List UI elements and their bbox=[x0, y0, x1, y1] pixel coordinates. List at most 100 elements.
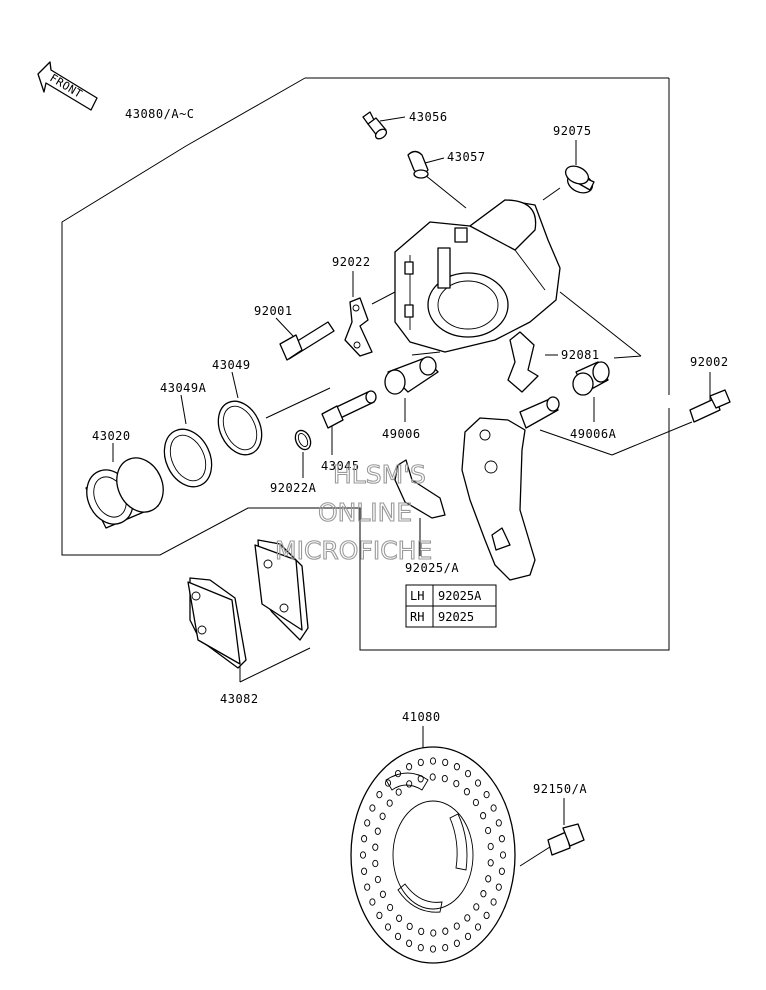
part-label-92025: 92025/A bbox=[405, 561, 459, 575]
side-table: LH 92025A RH 92025 bbox=[405, 584, 497, 628]
disc-vent-hole bbox=[453, 922, 460, 930]
table-row-side: LH bbox=[410, 589, 424, 603]
disc-vent-hole bbox=[499, 851, 507, 859]
seal-92075 bbox=[564, 165, 595, 194]
disc-vent-hole bbox=[490, 898, 497, 906]
disc-vent-hole bbox=[453, 779, 460, 788]
disc-vent-hole bbox=[384, 779, 392, 787]
disc-vent-hole bbox=[394, 932, 402, 941]
disc-vent-hole bbox=[406, 780, 413, 788]
disc-vent-hole bbox=[498, 835, 505, 843]
part-label-41080: 41080 bbox=[402, 710, 441, 724]
leader-lines bbox=[112, 116, 711, 867]
disc-vent-hole bbox=[441, 774, 448, 783]
part-label-92001: 92001 bbox=[254, 304, 293, 318]
disc-vent-hole bbox=[464, 914, 471, 922]
pin-92001 bbox=[279, 321, 335, 361]
front-arrow-icon: FRONT bbox=[37, 61, 98, 111]
disc-vent-hole bbox=[480, 890, 487, 898]
spring-92022 bbox=[344, 297, 373, 357]
disc-vent-hole bbox=[386, 799, 393, 807]
caliper-body bbox=[394, 199, 561, 353]
disc-vent-hole bbox=[430, 929, 437, 937]
disc-vent-hole bbox=[490, 804, 497, 812]
disc-vent-hole bbox=[369, 898, 376, 906]
part-label-43020: 43020 bbox=[92, 429, 131, 443]
disc-vent-hole bbox=[473, 903, 480, 911]
disc-vent-hole bbox=[453, 939, 460, 947]
part-label-92150: 92150/A bbox=[533, 782, 587, 796]
part-label-43057: 43057 bbox=[447, 150, 486, 164]
disc-vent-hole bbox=[379, 812, 386, 820]
watermark: HLSM'S ONLINE MICROFICHE bbox=[274, 459, 432, 565]
disc-vent-hole bbox=[485, 826, 492, 835]
disc-vent-hole bbox=[483, 790, 490, 799]
assembly-outline bbox=[61, 77, 670, 651]
disc-vent-hole bbox=[418, 927, 425, 936]
piston-43020 bbox=[85, 457, 164, 529]
disc-vent-hole bbox=[364, 883, 371, 891]
disc-vent-hole bbox=[369, 804, 376, 812]
boot-49006A bbox=[572, 361, 610, 396]
table-row-part: 92025 bbox=[438, 610, 474, 624]
disc-vent-hole bbox=[374, 875, 381, 884]
part-label-92022: 92022 bbox=[332, 255, 371, 269]
disc-vent-hole bbox=[463, 788, 470, 796]
disc-vent-hole bbox=[372, 859, 379, 868]
disc-vent-hole bbox=[485, 875, 492, 883]
bolt-92150 bbox=[547, 823, 585, 856]
watermark-line-2: ONLINE bbox=[318, 498, 412, 527]
disc-vent-hole bbox=[376, 911, 383, 920]
bleed-screw-43056 bbox=[362, 111, 388, 140]
disc-vent-hole bbox=[384, 923, 392, 931]
part-label-43082: 43082 bbox=[220, 692, 259, 706]
disc-vent-hole bbox=[472, 798, 479, 807]
disc-vent-hole bbox=[394, 769, 402, 778]
disc-vent-hole bbox=[364, 819, 371, 827]
disc-vent-hole bbox=[417, 758, 424, 767]
disc-vent-hole bbox=[374, 827, 381, 835]
disc-vent-hole bbox=[480, 812, 487, 820]
brake-pads-43082 bbox=[187, 539, 309, 669]
disc-vent-hole bbox=[417, 943, 424, 952]
disc-vent-hole bbox=[406, 939, 413, 947]
cap-43057 bbox=[407, 150, 429, 179]
disc-vent-holes bbox=[359, 757, 507, 953]
disc-vent-hole bbox=[464, 769, 472, 778]
part-label-43080: 43080/A~C bbox=[125, 107, 195, 121]
part-label-43049A: 43049A bbox=[160, 381, 207, 395]
watermark-line-3: MICROFICHE bbox=[275, 536, 432, 565]
part-label-92075: 92075 bbox=[553, 124, 592, 138]
disc-vent-hole bbox=[361, 835, 368, 843]
disc-vent-hole bbox=[474, 779, 482, 787]
disc-vent-hole bbox=[495, 819, 502, 827]
part-label-92002: 92002 bbox=[690, 355, 729, 369]
disc-vent-hole bbox=[483, 911, 490, 920]
disc-vent-hole bbox=[376, 790, 383, 799]
disc-vent-hole bbox=[406, 922, 413, 931]
disc-vent-hole bbox=[474, 923, 482, 931]
boot-49006 bbox=[384, 356, 439, 395]
disc-vent-hole bbox=[498, 867, 505, 875]
disc-vent-hole bbox=[442, 758, 449, 767]
disc-vent-hole bbox=[495, 883, 502, 891]
part-label-49006A: 49006A bbox=[570, 427, 617, 441]
disc-vent-hole bbox=[487, 842, 494, 851]
table-row-side: RH bbox=[410, 610, 424, 624]
disc-vent-hole bbox=[429, 945, 437, 953]
caliper-bracket bbox=[461, 396, 560, 581]
disc-vent-hole bbox=[396, 914, 403, 922]
disc-vent-hole bbox=[442, 927, 449, 935]
disc-vent-hole bbox=[442, 943, 449, 952]
disc-vent-hole bbox=[429, 757, 437, 765]
disc-vent-hole bbox=[487, 859, 494, 867]
part-label-49006: 49006 bbox=[382, 427, 421, 441]
spring-92025 bbox=[394, 459, 446, 519]
table-row-part: 92025A bbox=[438, 589, 482, 603]
disc-vent-hole bbox=[406, 763, 413, 771]
disc-vent-hole bbox=[372, 843, 379, 851]
disc-vent-hole bbox=[387, 903, 394, 912]
disc-vent-hole bbox=[464, 932, 472, 941]
part-label-92081: 92081 bbox=[561, 348, 600, 362]
